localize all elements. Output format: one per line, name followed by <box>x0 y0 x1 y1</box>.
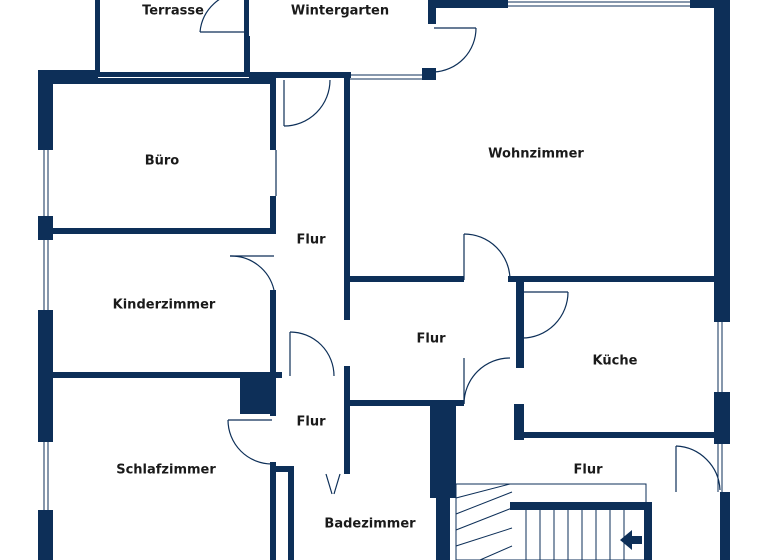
wall <box>516 432 718 438</box>
wall <box>510 502 650 510</box>
room-label-flur-hall: Flur <box>296 233 326 248</box>
door-leaf <box>325 473 333 495</box>
wall <box>714 392 730 444</box>
stair-step <box>455 483 511 499</box>
wall <box>50 372 282 378</box>
wall <box>38 70 53 150</box>
wall <box>38 216 53 240</box>
stair-step <box>455 491 513 515</box>
wall <box>436 498 450 560</box>
room-label-buero: Büro <box>145 154 180 169</box>
windows <box>43 1 723 510</box>
wall <box>270 466 294 472</box>
door-leaf <box>333 473 341 495</box>
wall <box>344 366 350 474</box>
staircase-icon <box>455 483 647 560</box>
wall <box>516 282 524 368</box>
wall <box>50 78 276 84</box>
wall <box>428 0 436 24</box>
wall <box>720 492 730 560</box>
wall <box>430 400 456 498</box>
door-swing <box>229 255 275 291</box>
wall <box>288 466 294 560</box>
door-swing <box>289 331 335 377</box>
arrow-head <box>620 530 632 550</box>
arrow-left-icon <box>620 530 642 550</box>
room-label-kinderzimmer: Kinderzimmer <box>113 298 216 313</box>
doors <box>199 0 721 495</box>
wall <box>714 0 730 322</box>
wall <box>690 0 730 8</box>
door-swing <box>199 0 220 33</box>
room-label-flur-entry: Flur <box>573 463 603 478</box>
wall <box>514 404 524 440</box>
wall <box>244 36 250 76</box>
room-labels: Terrasse Wintergarten Wohnzimmer Büro Fl… <box>113 4 638 532</box>
wall <box>644 502 652 560</box>
stair-step <box>479 545 513 560</box>
stair-outline <box>455 483 647 560</box>
door-swing <box>521 291 569 339</box>
room-label-flur-small: Flur <box>296 415 326 430</box>
wall <box>344 72 350 320</box>
wall <box>422 68 436 80</box>
wall <box>95 72 245 77</box>
door-swing <box>675 445 721 491</box>
room-label-flur-center: Flur <box>416 332 446 347</box>
wall <box>270 290 276 376</box>
room-label-terrasse: Terrasse <box>142 4 204 19</box>
wall <box>38 510 53 560</box>
room-label-wintergarten: Wintergarten <box>291 4 389 19</box>
stair-step <box>455 527 513 547</box>
wall <box>270 78 276 150</box>
walls <box>38 0 730 560</box>
wall <box>249 72 351 78</box>
door-swing <box>463 233 511 281</box>
room-label-badezimmer: Badezimmer <box>324 517 416 532</box>
door-swing <box>283 79 331 127</box>
room-label-kueche: Küche <box>593 354 638 369</box>
wall <box>344 400 464 406</box>
room-label-wohnzimmer: Wohnzimmer <box>488 147 584 162</box>
wall <box>240 378 274 414</box>
wall <box>270 196 276 234</box>
door-swing <box>463 357 511 405</box>
wall <box>270 378 276 416</box>
room-label-schlafzimmer: Schlafzimmer <box>116 463 216 478</box>
wall <box>38 310 53 442</box>
wall <box>508 276 718 282</box>
door-swing <box>433 27 477 73</box>
wall <box>428 0 508 8</box>
wall <box>50 228 276 234</box>
door-swing <box>227 419 273 465</box>
wall <box>344 276 464 282</box>
stair-step <box>455 507 513 531</box>
arrow-shaft <box>630 536 642 544</box>
wall <box>270 462 276 560</box>
wall <box>95 0 100 77</box>
